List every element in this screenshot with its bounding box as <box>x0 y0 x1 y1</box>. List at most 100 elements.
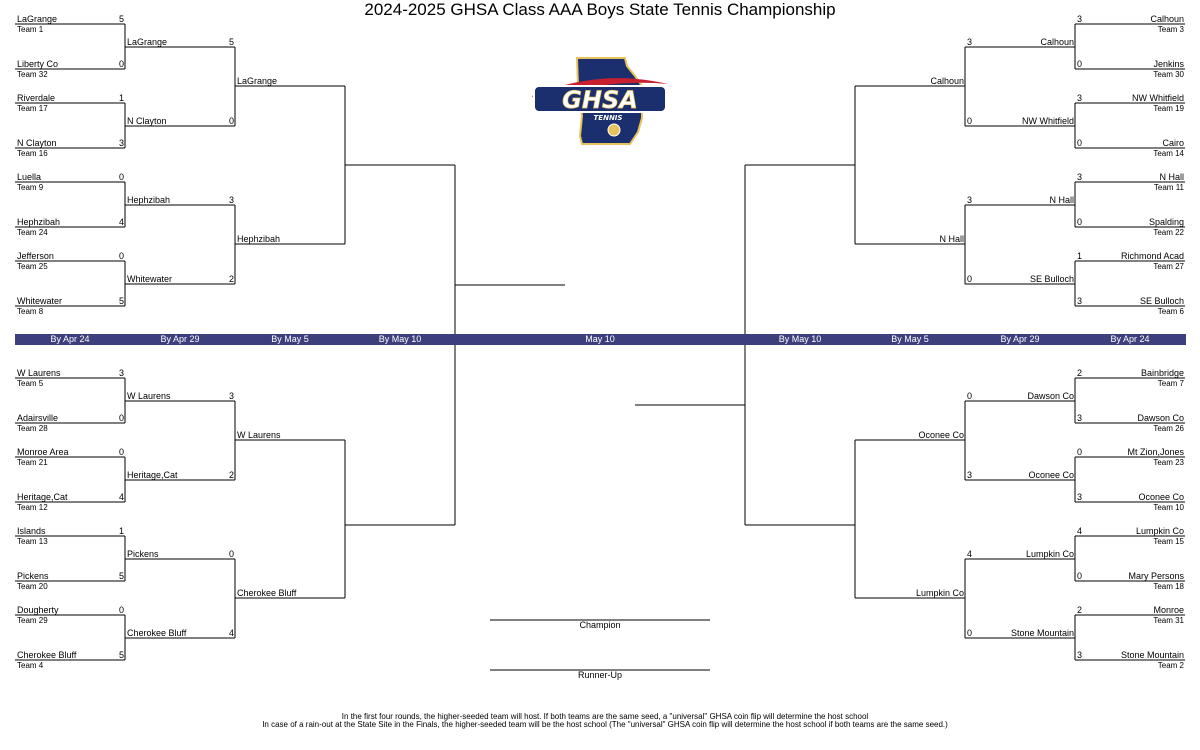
team-seed-left-r1: Team 24 <box>17 228 48 237</box>
team-score-right-r1: 3 <box>1077 413 1083 423</box>
team-score-left-r2: 2 <box>228 274 234 284</box>
page-title: 2024-2025 GHSA Class AAA Boys State Tenn… <box>364 0 836 19</box>
team-name-left-r2: LaGrange <box>127 37 168 47</box>
team-score-left-r1: 5 <box>118 296 124 306</box>
team-score-right-r1: 0 <box>1077 59 1083 69</box>
team-name-right-r3: Lumpkin Co <box>915 588 964 598</box>
tennis-ball-icon <box>607 123 621 137</box>
team-seed-left-r1: Team 25 <box>17 262 48 271</box>
team-score-right-r1: 0 <box>1077 138 1083 148</box>
team-seed-left-r1: Team 16 <box>17 149 48 158</box>
team-name-left-r2: Cherokee Bluff <box>127 628 187 638</box>
team-seed-right-r1: Team 26 <box>1153 424 1184 433</box>
team-score-left-r1: 5 <box>118 650 124 660</box>
team-name-left-r3: Cherokee Bluff <box>237 588 297 598</box>
team-score-right-r2: 0 <box>967 274 973 284</box>
team-name-left-r1: N Clayton <box>17 138 57 148</box>
team-seed-right-r1: Team 14 <box>1153 149 1184 158</box>
team-score-left-r2: 0 <box>228 549 234 559</box>
team-score-right-r2: 3 <box>967 195 973 205</box>
team-name-right-r3: Oconee Co <box>918 430 964 440</box>
team-score-left-r1: 1 <box>118 526 124 536</box>
team-score-right-r2: 0 <box>967 391 973 401</box>
team-score-right-r2: 0 <box>967 628 973 638</box>
team-seed-right-r1: Team 3 <box>1157 25 1184 34</box>
team-name-right-r2: Stone Mountain <box>1010 628 1074 638</box>
date-left-round4: By May 10 <box>378 334 422 344</box>
team-score-left-r1: 4 <box>118 492 124 502</box>
team-seed-right-r1: Team 30 <box>1153 70 1184 79</box>
team-name-right-r2: NW Whitfield <box>1021 116 1074 126</box>
team-name-right-r1: Bainbridge <box>1140 368 1184 378</box>
team-name-left-r2: W Laurens <box>127 391 171 401</box>
team-name-right-r1: Dawson Co <box>1137 413 1184 423</box>
round-dates-bar: By Apr 24 By Apr 29 By May 5 By May 10 M… <box>15 334 1186 345</box>
team-score-right-r1: 3 <box>1077 296 1083 306</box>
team-name-left-r1: Pickens <box>17 571 49 581</box>
team-name-left-r1: Jefferson <box>17 251 54 261</box>
team-name-right-r2: Lumpkin Co <box>1025 549 1074 559</box>
team-score-left-r2: 4 <box>228 628 234 638</box>
team-name-left-r1: LaGrange <box>17 14 58 24</box>
team-seed-left-r1: Team 17 <box>17 104 48 113</box>
team-name-right-r1: Stone Mountain <box>1120 650 1184 660</box>
team-seed-left-r1: Team 32 <box>17 70 48 79</box>
team-seed-left-r1: Team 5 <box>17 379 44 388</box>
team-name-left-r1: Hephzibah <box>17 217 61 227</box>
logo-band <box>533 85 667 113</box>
team-name-left-r3: Hephzibah <box>237 234 281 244</box>
team-score-left-r1: 3 <box>118 138 124 148</box>
logo-text: GHSA <box>562 86 638 114</box>
team-score-left-r1: 0 <box>118 413 124 423</box>
team-name-left-r1: Heritage,Cat <box>17 492 68 502</box>
team-score-left-r2: 3 <box>228 391 234 401</box>
team-name-right-r2: SE Bulloch <box>1029 274 1074 284</box>
team-name-left-r1: Monroe Area <box>17 447 69 457</box>
team-name-right-r1: Calhoun <box>1150 14 1184 24</box>
team-seed-right-r1: Team 31 <box>1153 616 1184 625</box>
team-score-right-r1: 0 <box>1077 217 1083 227</box>
team-score-right-r2: 4 <box>967 549 973 559</box>
team-seed-left-r1: Team 4 <box>17 661 44 670</box>
team-seed-right-r1: Team 7 <box>1157 379 1184 388</box>
team-seed-right-r1: Team 11 <box>1153 183 1184 192</box>
team-score-right-r1: 3 <box>1077 650 1083 660</box>
team-score-right-r1: 0 <box>1077 571 1083 581</box>
ghsa-tennis-logo: GHSA TENNIS <box>532 57 668 145</box>
team-score-left-r1: 0 <box>118 59 124 69</box>
team-score-left-r2: 3 <box>228 195 234 205</box>
team-seed-right-r1: Team 27 <box>1153 262 1184 271</box>
champion-label: Champion <box>579 620 621 630</box>
team-seed-right-r1: Team 2 <box>1157 661 1184 670</box>
team-name-right-r1: Richmond Acad <box>1120 251 1184 261</box>
team-name-right-r1: Jenkins <box>1153 59 1184 69</box>
date-left-round1: By Apr 24 <box>50 334 90 344</box>
team-score-left-r1: 4 <box>118 217 124 227</box>
team-seed-left-r1: Team 29 <box>17 616 48 625</box>
team-seed-left-r1: Team 8 <box>17 307 44 316</box>
date-final: May 10 <box>585 334 615 344</box>
team-name-right-r1: N Hall <box>1159 172 1184 182</box>
team-name-left-r3: W Laurens <box>237 430 281 440</box>
team-seed-left-r1: Team 21 <box>17 458 48 467</box>
team-name-left-r1: W Laurens <box>17 368 61 378</box>
team-name-right-r2: Oconee Co <box>1028 470 1074 480</box>
team-name-right-r2: N Hall <box>1049 195 1074 205</box>
team-name-left-r2: Pickens <box>127 549 159 559</box>
team-name-left-r1: Whitewater <box>17 296 63 306</box>
team-name-right-r1: SE Bulloch <box>1139 296 1184 306</box>
team-name-right-r2: Calhoun <box>1040 37 1074 47</box>
team-name-right-r1: Monroe <box>1153 605 1184 615</box>
team-score-right-r1: 3 <box>1077 14 1083 24</box>
team-name-left-r1: Dougherty <box>17 605 59 615</box>
team-seed-left-r1: Team 1 <box>17 25 44 34</box>
team-score-right-r1: 0 <box>1077 447 1083 457</box>
date-right-round2: By Apr 29 <box>1000 334 1040 344</box>
team-name-right-r1: NW Whitfield <box>1131 93 1184 103</box>
team-seed-left-r1: Team 13 <box>17 537 48 546</box>
team-name-left-r2: N Clayton <box>127 116 167 126</box>
team-seed-right-r1: Team 23 <box>1153 458 1184 467</box>
team-score-left-r2: 2 <box>228 470 234 480</box>
team-name-right-r1: Oconee Co <box>1138 492 1184 502</box>
team-name-right-r1: Mt Zion,Jones <box>1127 447 1184 457</box>
